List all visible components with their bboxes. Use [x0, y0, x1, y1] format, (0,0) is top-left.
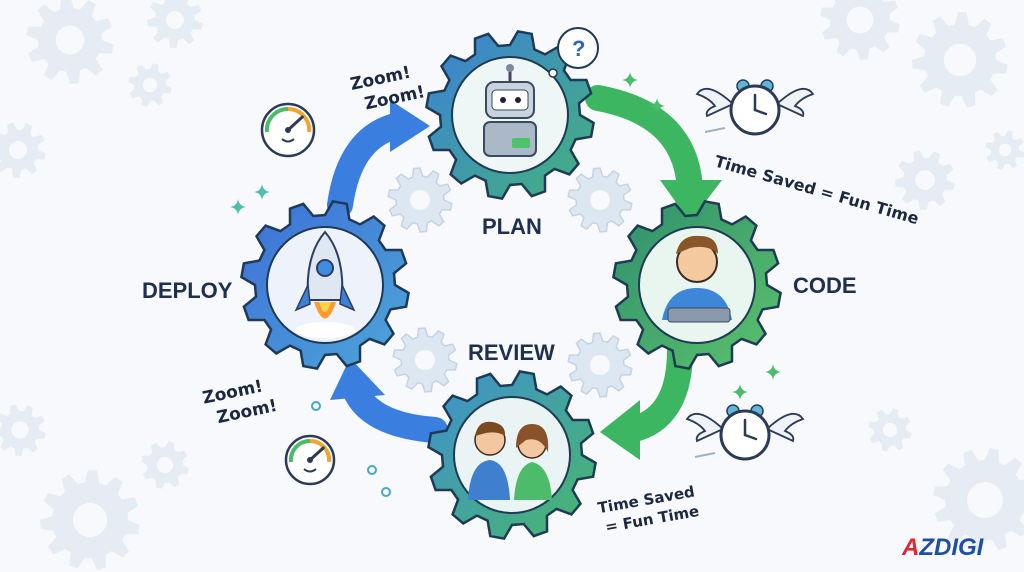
background-gear-icon — [0, 404, 46, 456]
arrow-plan-to-code — [585, 85, 703, 208]
background-gear-icon — [912, 12, 1008, 108]
speedometer-icon — [260, 102, 316, 158]
sparkle-icon — [254, 184, 270, 200]
background-gear-icon — [141, 441, 189, 489]
background-gear-icon — [895, 150, 955, 210]
background-gear-icon — [820, 0, 900, 60]
zoom-caption-top: Zoom! Zoom! — [348, 63, 426, 115]
team-icon — [453, 396, 571, 514]
arrow-review-to-deploy-head — [330, 358, 385, 400]
background-gear-icon — [933, 448, 1024, 552]
stage-label-plan: PLAN — [482, 214, 542, 239]
sparkle-icon — [732, 384, 748, 400]
center-gear-icon — [387, 167, 453, 233]
sparkle-dot-icon — [311, 401, 321, 411]
stage-label-deploy: DEPLOY — [142, 278, 233, 303]
sparkle-dot-icon — [381, 487, 391, 497]
winged-clock-icon — [695, 79, 815, 136]
center-gears — [387, 167, 633, 398]
background-gear-icon — [868, 408, 912, 452]
azdigi-logo: AZDIGI — [902, 534, 983, 562]
arrow-deploy-to-plan — [327, 112, 413, 218]
question-mark: ? — [572, 36, 585, 61]
center-gear-icon — [567, 332, 633, 398]
developer-icon — [638, 226, 756, 344]
rocket-icon — [266, 226, 384, 344]
thought-bubble: ? — [548, 27, 599, 78]
arrow-code-to-review-head — [600, 400, 640, 460]
center-gear-icon — [392, 327, 458, 393]
sparkle-icon — [649, 98, 665, 114]
winged-clock-icon — [685, 404, 805, 461]
robot-icon — [451, 56, 569, 174]
center-gear-icon — [567, 167, 633, 233]
logo-letter-a: A — [902, 534, 920, 561]
zoom-caption-bottom: Zoom! Zoom! — [201, 376, 279, 428]
background-gear-icon — [40, 470, 140, 570]
sparkle-icon — [230, 199, 246, 215]
background-gear-icon — [147, 0, 203, 48]
cycle-arrows — [327, 85, 722, 460]
stage-label-review: REVIEW — [468, 340, 555, 365]
background-gear-icon — [26, 0, 114, 84]
speedometer-icon — [284, 434, 336, 486]
sparkle-icon — [765, 364, 781, 380]
arrow-deploy-to-plan-head — [390, 100, 430, 152]
sparkle-icon — [622, 72, 638, 88]
background-gear-icon — [128, 63, 172, 107]
background-gear-icon — [0, 122, 46, 178]
logo-text: ZDIGI — [919, 534, 984, 561]
stage-label-code: CODE — [793, 273, 857, 298]
background-gear-icon — [985, 130, 1024, 170]
arrow-plan-to-code-head — [660, 180, 722, 222]
sparkle-dot-icon — [367, 465, 377, 475]
time-saved-caption-bottom: Time Saved = Fun Time — [596, 482, 700, 536]
